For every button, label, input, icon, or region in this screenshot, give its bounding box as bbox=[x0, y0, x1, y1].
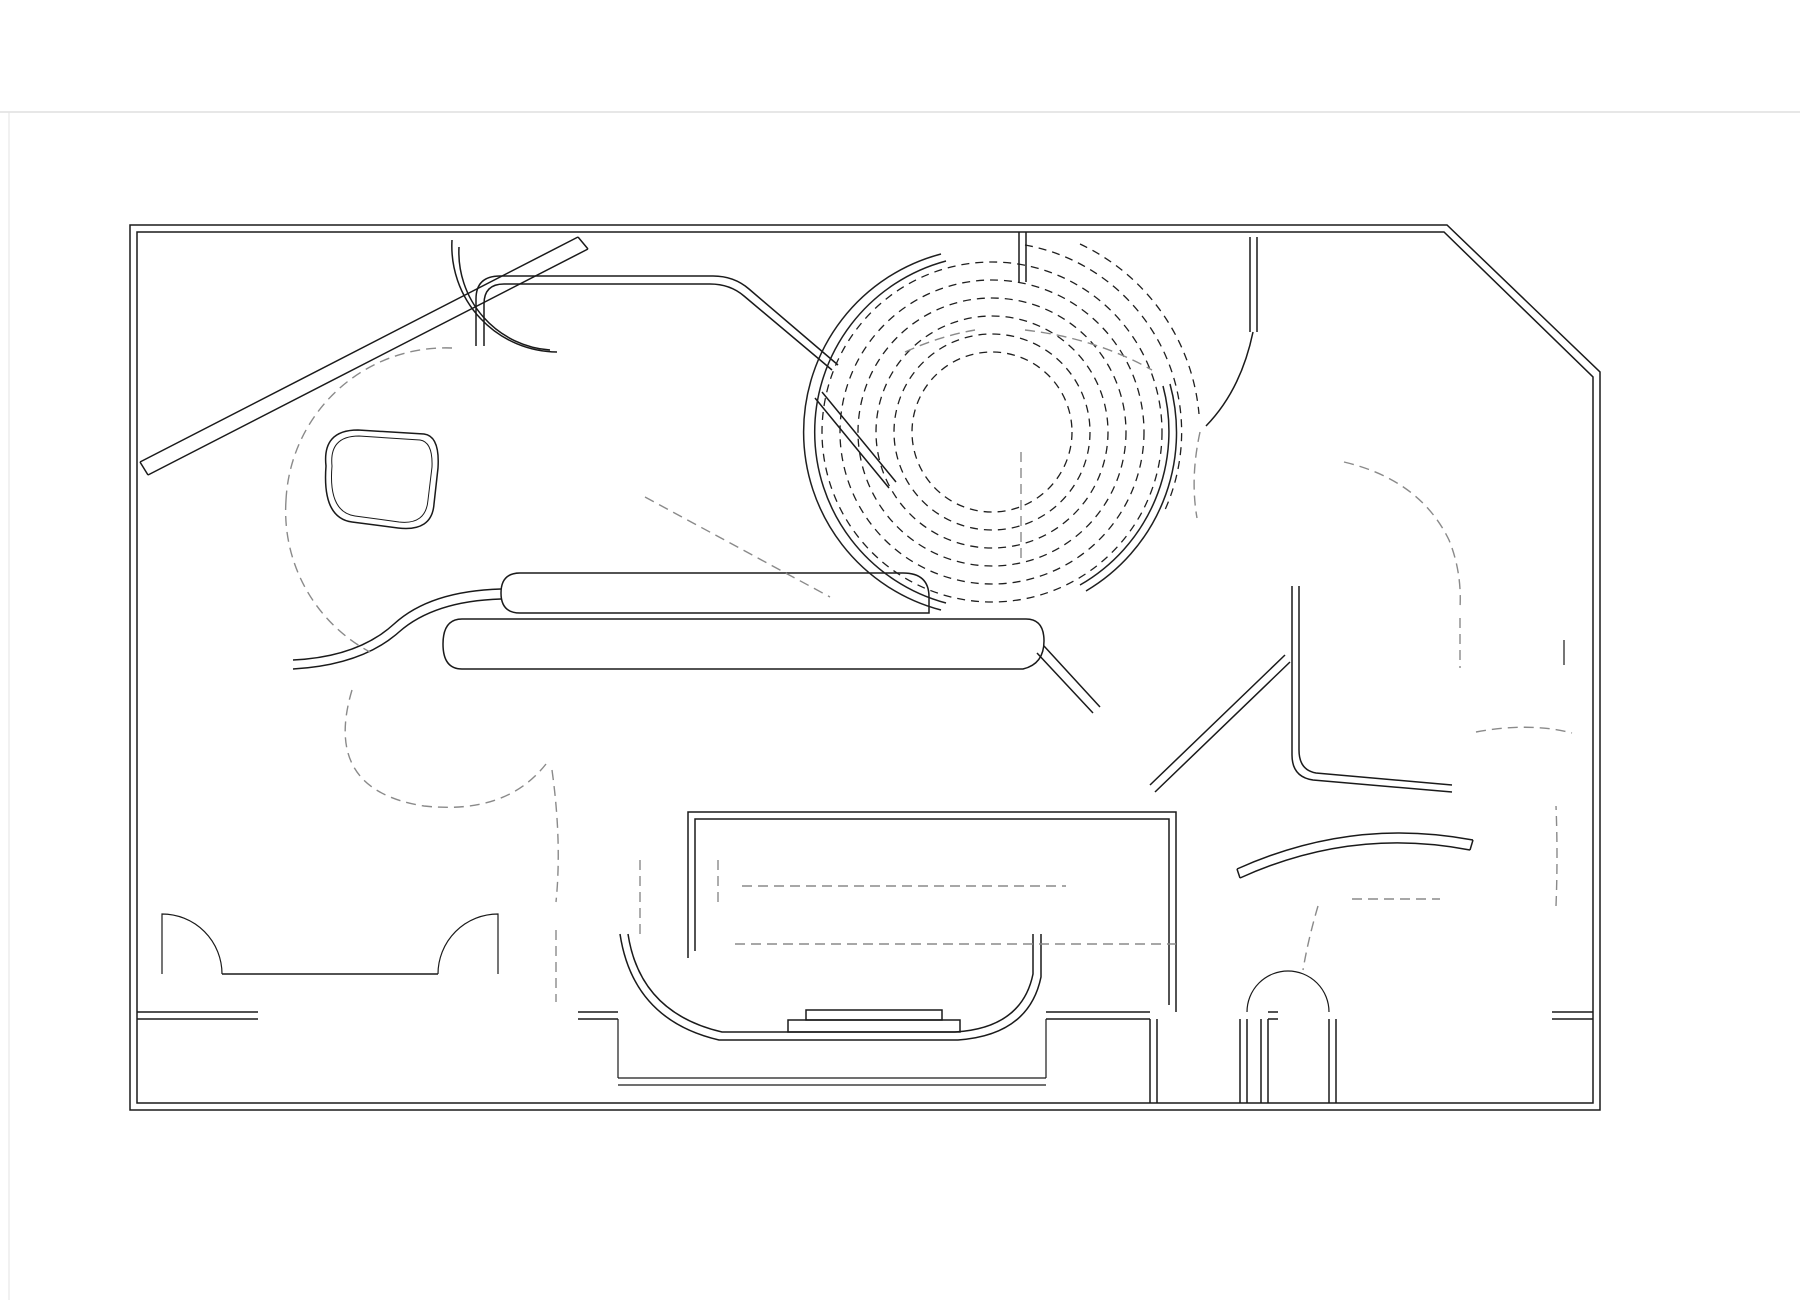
circulation-paths bbox=[284, 329, 1573, 1002]
crescent-walls bbox=[802, 253, 1178, 611]
page-frame bbox=[0, 111, 1800, 1300]
dashed-rings bbox=[821, 243, 1200, 603]
walls bbox=[129, 224, 1601, 1111]
nev-circle-feature bbox=[802, 243, 1200, 611]
